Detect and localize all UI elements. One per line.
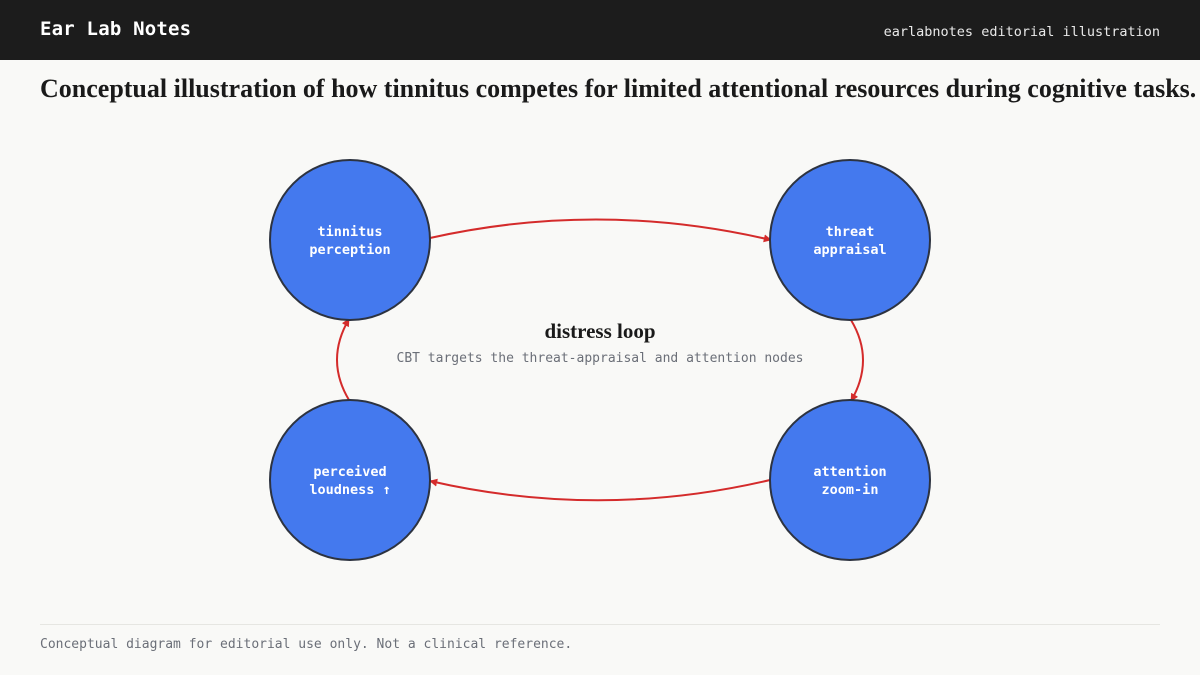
node-label-line: perception bbox=[309, 242, 390, 258]
node-label-line: zoom-in bbox=[822, 482, 879, 498]
arrow-tinnitus-to-threat bbox=[429, 218, 772, 243]
node-label-line: appraisal bbox=[813, 242, 886, 258]
loop-subtitle: CBT targets the threat-appraisal and att… bbox=[397, 351, 804, 366]
header-tagline: earlabnotes editorial illustration bbox=[883, 24, 1160, 40]
node-label-line: attention bbox=[813, 464, 886, 480]
node-label-line: perceived bbox=[313, 464, 386, 480]
node-threat-appraisal: threat appraisal bbox=[769, 159, 931, 321]
footer-divider bbox=[40, 624, 1160, 625]
node-attention-zoom-in: attention zoom-in bbox=[769, 399, 931, 561]
node-perceived-loudness: perceived loudness ↑ bbox=[269, 399, 431, 561]
node-label-line: threat bbox=[826, 224, 875, 240]
page-title: Conceptual illustration of how tinnitus … bbox=[40, 74, 1197, 103]
arrow-threat-to-attention bbox=[850, 319, 864, 402]
node-label-line: loudness ↑ bbox=[309, 482, 390, 498]
loop-title: distress loop bbox=[544, 319, 655, 343]
arrow-attention-to-loudness bbox=[429, 478, 771, 502]
top-bar: Ear Lab Notes earlabnotes editorial illu… bbox=[0, 0, 1200, 60]
node-tinnitus-perception: tinnitus perception bbox=[269, 159, 431, 321]
footer-note: Conceptual diagram for editorial use onl… bbox=[40, 637, 573, 652]
brand-name[interactable]: Ear Lab Notes bbox=[40, 18, 192, 40]
arrow-loudness-to-tinnitus bbox=[336, 318, 350, 401]
node-label-line: tinnitus bbox=[317, 224, 382, 240]
